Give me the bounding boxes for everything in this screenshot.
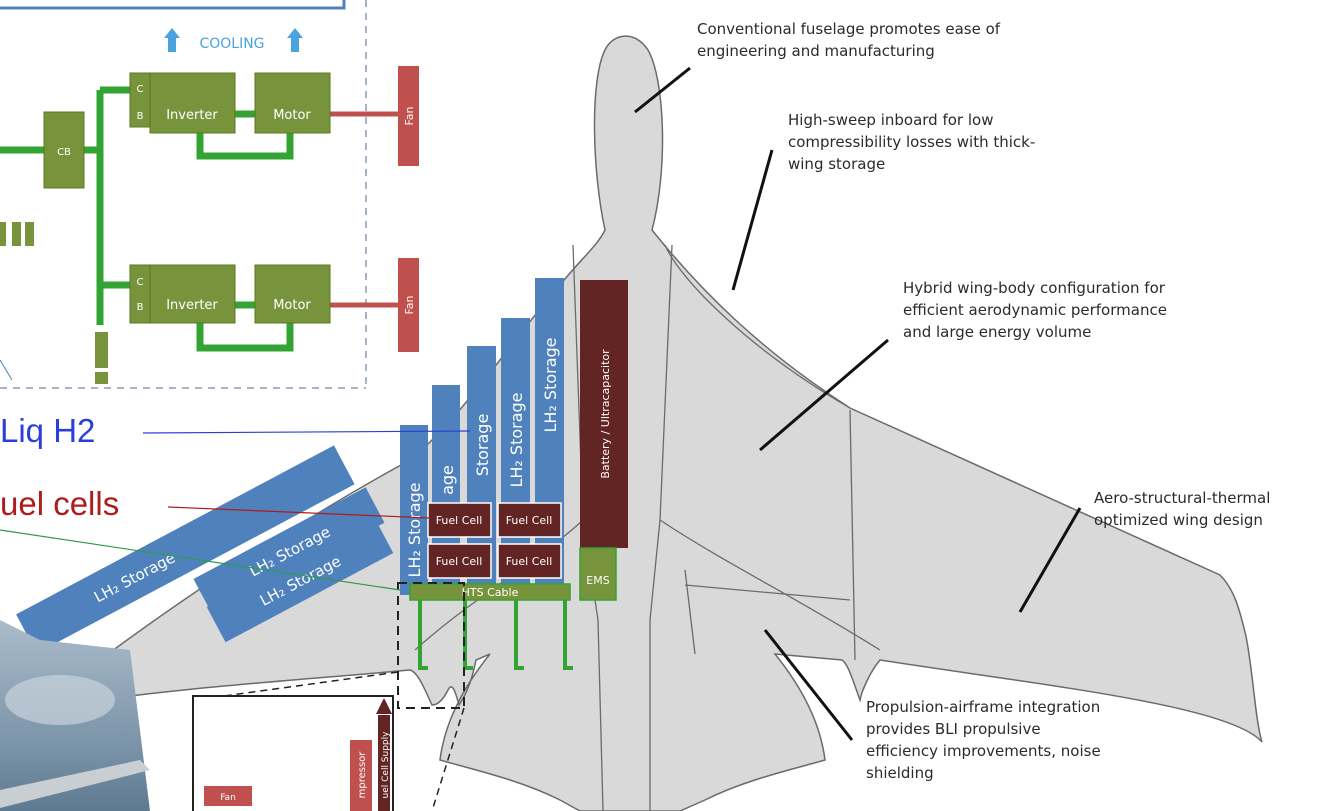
annotation-fuselage: Conventional fuselage promotes ease of e…: [697, 20, 1001, 60]
leader-high-sweep: [731, 149, 774, 291]
tank-1-label: LH₂ Storage: [405, 482, 424, 577]
fuel-cell-4-label: Fuel Cell: [506, 555, 553, 568]
green-block: [0, 222, 6, 246]
inverter-upper: [149, 72, 236, 134]
cb-upper-b: B: [137, 111, 144, 122]
zoom-line-2: [431, 707, 465, 811]
cb-upper-c: C: [137, 84, 144, 95]
photo-cloud: [5, 675, 115, 725]
cable-leader: [0, 529, 401, 591]
aircraft: LH₂ Storage LH₂ Storage LH₂ Storage LH₂ …: [16, 35, 1263, 811]
tank-5-label: LH₂ Storage: [541, 337, 560, 432]
annotation-high-sweep: High-sweep inboard for low compressibili…: [788, 111, 1036, 173]
fan-upper-label: Fan: [403, 106, 416, 125]
cooling-label: COOLING: [199, 36, 264, 52]
tank-2-label: age: [438, 465, 457, 495]
fan-lower-label: Fan: [403, 295, 416, 314]
motor-upper: [254, 72, 331, 134]
ems-block: [579, 547, 617, 601]
inset-fan: [204, 786, 252, 806]
ems-label: EMS: [586, 574, 609, 587]
annotation-leaders: [634, 66, 1082, 741]
cb-small-lower: [129, 264, 151, 324]
annotation-hybrid-wing: Hybrid wing-body configuration for effic…: [903, 279, 1167, 341]
fuel-cell-1: [427, 502, 492, 538]
battery-label: Battery / Ultracapacitor: [599, 349, 612, 479]
leader-hybrid: [759, 338, 889, 452]
green-bus-lines: [0, 86, 294, 352]
wing-tank-3: LH₂ Storage: [206, 517, 394, 643]
liq-h2-leader: [142, 430, 471, 434]
inset-box: Fan mpressor uel Cell Supply: [192, 695, 394, 811]
inset-supply-arrow-icon: [376, 698, 392, 714]
inset-compressor-label: mpressor: [357, 751, 368, 799]
fuel-cell-2-label: Fuel Cell: [506, 514, 553, 527]
cb-label: CB: [57, 147, 71, 158]
cb-box: [43, 111, 85, 189]
cooling-arrow-right-icon: [287, 28, 303, 52]
fuel-cells-label: uel cells: [0, 485, 120, 522]
tank-5: [535, 278, 564, 595]
inverter-upper-label: Inverter: [166, 108, 218, 123]
inset-fan-label: Fan: [220, 793, 236, 803]
inset-compressor: [350, 740, 372, 811]
cb-lower-c: C: [137, 277, 144, 288]
inset-supply-label: uel Cell Supply: [381, 731, 391, 799]
fuel-cell-3: [427, 543, 492, 579]
cb-lower-b: B: [137, 302, 144, 313]
fuel-cell-3-label: Fuel Cell: [436, 555, 483, 568]
cooling-indicator: COOLING: [164, 28, 303, 52]
green-block: [12, 222, 21, 246]
inset-supply: [378, 715, 390, 811]
fuel-cells-leader: [167, 506, 431, 519]
schematic-frame: [0, 0, 346, 10]
photo-wing: [0, 760, 150, 808]
airframe-body: [21, 35, 1263, 811]
fuel-cell-2: [497, 502, 562, 538]
fuel-cells: Fuel Cell Fuel Cell Fuel Cell Fuel Cell: [427, 502, 562, 579]
cooling-arrow-left-icon: [164, 28, 180, 52]
hts-cable-label: HTS Cable: [462, 586, 519, 599]
green-block: [95, 372, 108, 384]
inverter-lower: [149, 264, 236, 324]
motor-upper-label: Motor: [273, 108, 311, 123]
fuel-cell-1-label: Fuel Cell: [436, 514, 483, 527]
inverter-lower-label: Inverter: [166, 298, 218, 313]
green-block: [25, 222, 34, 246]
tank-4-label: LH₂ Storage: [507, 392, 526, 487]
leader-propulsion: [763, 629, 854, 741]
zoom-box: [397, 582, 465, 709]
schematic-leader: [0, 359, 13, 381]
motor-lower: [254, 264, 331, 324]
fan-upper: [398, 66, 419, 166]
motor-lower-label: Motor: [273, 298, 311, 313]
tank-1: [400, 425, 428, 595]
power-schematic: COOLING CB C B Inverter Motor Fan: [0, 0, 419, 389]
tank-3-label: Storage: [473, 414, 492, 477]
annotation-propulsion: Propulsion-airframe integration provides…: [866, 698, 1101, 782]
annotation-wing-design: Aero-structural-thermal optimized wing d…: [1094, 489, 1271, 529]
hts-cable: [409, 583, 571, 601]
fan-lower: [398, 258, 419, 352]
battery-block: [580, 280, 628, 548]
leader-wing: [1018, 507, 1082, 613]
aircraft-photo: [0, 620, 150, 811]
green-block: [95, 332, 108, 368]
fuel-cell-4: [497, 543, 562, 579]
leader-fuselage: [634, 66, 691, 114]
liq-h2-label: Liq H2: [0, 412, 96, 449]
